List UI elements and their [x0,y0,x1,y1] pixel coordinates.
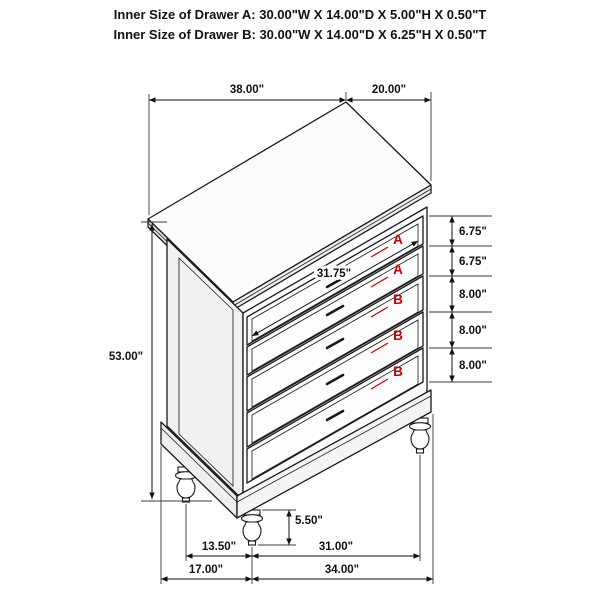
label-leader-line [370,276,389,288]
dim-drawer-height-1: 6.75" [459,226,487,238]
dim-base-depth: 17.00" [189,564,223,576]
dim-leg-height: 5.50" [295,515,323,527]
label-leader-line [370,342,389,354]
drawer-handle-icon [325,409,345,422]
drawer-type-label-5: B [393,364,403,379]
label-leader-line [370,378,389,390]
label-leader-line [370,246,389,258]
dim-foot-spacing-depth: 13.50" [202,541,236,553]
drawer-bevel [251,355,419,480]
drawer-a-inner-size-text: Inner Size of Drawer A: 30.00"W X 14.00"… [114,7,486,22]
drawer-type-label-4: B [393,328,403,343]
dim-foot-spacing-width: 31.00" [319,541,353,553]
base-molding-profile-left [160,427,238,503]
dim-drawer-height-3: 8.00" [459,289,487,301]
dim-overall-height: 53.00" [109,351,143,363]
drawer-b-inner-size-text: Inner Size of Drawer B: 30.00"W X 14.00"… [114,27,487,42]
label-leader-line [370,306,389,318]
dim-base-width: 34.00" [325,564,359,576]
dim-line-inner-width [251,240,419,337]
base-molding-profile-front [236,395,432,503]
drawer-type-label-1: A [393,232,403,247]
drawer-handle-icon [325,373,345,386]
drawer-bevel [251,319,419,444]
dim-top-depth: 20.00" [372,84,406,96]
drawer-front-5 [246,347,424,484]
drawer-handle-icon [325,337,345,350]
dimension-annotations: 38.00" 20.00" 53.00" 31.75" 6.75" 6.75" … [109,84,492,584]
dim-drawer-height-2: 6.75" [459,256,487,268]
left-side-recessed-panel [178,257,234,487]
drawer-front-4 [246,311,424,448]
dim-inner-drawer-width: 31.75" [317,268,351,280]
base-molding-front [236,389,432,519]
dim-drawer-height-5: 8.00" [459,360,487,372]
drawer-type-label-2: A [393,262,403,277]
dim-top-width: 38.00" [230,84,264,96]
drawer-type-labels: A A B B B [370,232,403,390]
drawer-type-label-3: B [393,292,403,307]
dim-drawer-height-4: 8.00" [459,325,487,337]
